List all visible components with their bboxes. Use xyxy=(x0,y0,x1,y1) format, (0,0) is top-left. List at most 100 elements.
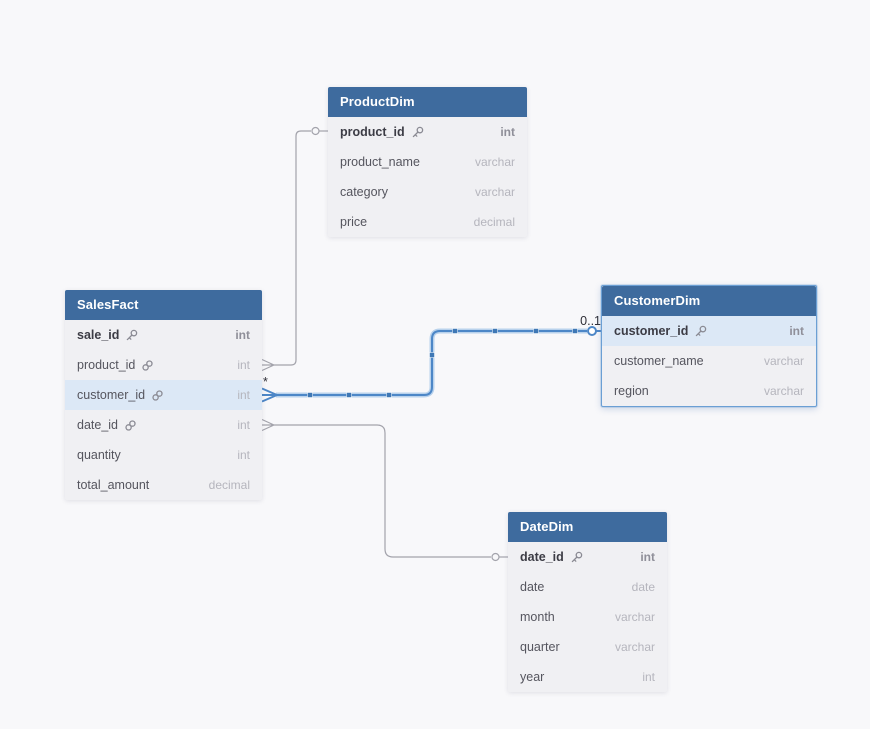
field-type: int xyxy=(500,125,515,139)
edge-handle xyxy=(307,392,313,398)
field-name: product_name xyxy=(340,155,420,169)
field-name: product_id xyxy=(77,358,136,372)
field-row-DateDim-date_id[interactable]: date_id int xyxy=(508,542,667,572)
field-name: region xyxy=(614,384,649,398)
field-row-DateDim-quarter[interactable]: quarter varchar xyxy=(508,632,667,662)
field-name: date xyxy=(520,580,545,594)
field-type: varchar xyxy=(474,185,515,199)
field-name: year xyxy=(520,670,545,684)
cardinality-one-circle-date xyxy=(491,552,500,562)
cardinality-one-circle-product xyxy=(311,126,320,136)
field-row-CustomerDim-customer_id[interactable]: customer_id int xyxy=(602,316,816,346)
edge-handle xyxy=(533,328,539,334)
field-name-cell: product_id xyxy=(340,125,424,139)
field-name: product_id xyxy=(340,125,405,139)
field-row-DateDim-month[interactable]: month varchar xyxy=(508,602,667,632)
edge-handle xyxy=(572,328,578,334)
field-name-cell: region xyxy=(614,384,649,398)
field-name: customer_id xyxy=(77,388,146,402)
cardinality-label-many: * xyxy=(263,375,268,389)
field-type: int xyxy=(789,324,804,338)
field-name: category xyxy=(340,185,388,199)
field-type: int xyxy=(237,388,250,402)
field-type: varchar xyxy=(614,610,655,624)
cardinality-one-circle-customer xyxy=(587,326,597,336)
field-type: varchar xyxy=(614,640,655,654)
field-name-cell: total_amount xyxy=(77,478,149,492)
field-type: decimal xyxy=(473,215,515,229)
field-name-cell: product_id xyxy=(77,358,154,372)
field-row-ProductDim-price[interactable]: price decimal xyxy=(328,207,527,237)
field-name: total_amount xyxy=(77,478,150,492)
field-name: date_id xyxy=(520,550,564,564)
relationship-salesfact-datedim[interactable] xyxy=(261,418,508,562)
field-row-SalesFact-total_amount[interactable]: total_amount decimal xyxy=(65,470,262,500)
field-name-cell: price xyxy=(340,215,367,229)
field-name-cell: date_id xyxy=(520,550,583,564)
edge-handle xyxy=(492,328,498,334)
edge-handle xyxy=(386,392,392,398)
field-name: month xyxy=(520,610,555,624)
crow-foot-many-product xyxy=(261,358,275,372)
edge-handle xyxy=(346,392,352,398)
field-type: int xyxy=(642,670,655,684)
key-icon xyxy=(570,551,583,564)
field-row-DateDim-date[interactable]: date date xyxy=(508,572,667,602)
field-name-cell: quarter xyxy=(520,640,560,654)
table-CustomerDim[interactable]: CustomerDim customer_id int customer_name va… xyxy=(601,285,817,407)
link-icon xyxy=(141,359,154,372)
field-name: customer_name xyxy=(614,354,704,368)
field-row-DateDim-year[interactable]: year int xyxy=(508,662,667,692)
field-name-cell: category xyxy=(340,185,388,199)
field-type: int xyxy=(640,550,655,564)
relationship-salesfact-productdim[interactable] xyxy=(261,126,328,372)
field-name-cell: sale_id xyxy=(77,328,138,342)
cardinality-label-one: 0..1 xyxy=(580,314,601,328)
field-row-ProductDim-category[interactable]: category varchar xyxy=(328,177,527,207)
field-row-SalesFact-product_id[interactable]: product_id int xyxy=(65,350,262,380)
field-type: int xyxy=(237,358,250,372)
field-row-ProductDim-product_id[interactable]: product_id int xyxy=(328,117,527,147)
field-row-SalesFact-customer_id[interactable]: customer_id int xyxy=(65,380,262,410)
field-name-cell: date_id xyxy=(77,418,137,432)
crow-foot-many-customer xyxy=(261,387,278,403)
field-name-cell: month xyxy=(520,610,555,624)
field-name: date_id xyxy=(77,418,119,432)
table-header-SalesFact[interactable]: SalesFact xyxy=(65,290,262,320)
field-name-cell: customer_id xyxy=(614,324,707,338)
field-type: varchar xyxy=(763,354,804,368)
field-row-CustomerDim-customer_name[interactable]: customer_name varchar xyxy=(602,346,816,376)
table-header-ProductDim[interactable]: ProductDim xyxy=(328,87,527,117)
table-header-CustomerDim[interactable]: CustomerDim xyxy=(602,286,816,316)
field-name: quarter xyxy=(520,640,560,654)
crow-foot-many-date xyxy=(261,418,275,432)
field-type: date xyxy=(631,580,655,594)
edge-handle xyxy=(452,328,458,334)
field-row-ProductDim-product_name[interactable]: product_name varchar xyxy=(328,147,527,177)
field-type: int xyxy=(235,328,250,342)
field-name-cell: customer_name xyxy=(614,354,704,368)
link-icon xyxy=(124,419,137,432)
field-type: varchar xyxy=(474,155,515,169)
field-name-cell: customer_id xyxy=(77,388,164,402)
field-name: quantity xyxy=(77,448,121,462)
field-name-cell: year xyxy=(520,670,544,684)
field-name: customer_id xyxy=(614,324,689,338)
link-icon xyxy=(151,389,164,402)
field-row-SalesFact-sale_id[interactable]: sale_id int xyxy=(65,320,262,350)
table-header-DateDim[interactable]: DateDim xyxy=(508,512,667,542)
key-icon xyxy=(694,325,707,338)
field-name: price xyxy=(340,215,368,229)
key-icon xyxy=(411,126,424,139)
field-type: decimal xyxy=(208,478,250,492)
relationship-salesfact-customerdim[interactable]: * 0..1 xyxy=(261,314,601,403)
